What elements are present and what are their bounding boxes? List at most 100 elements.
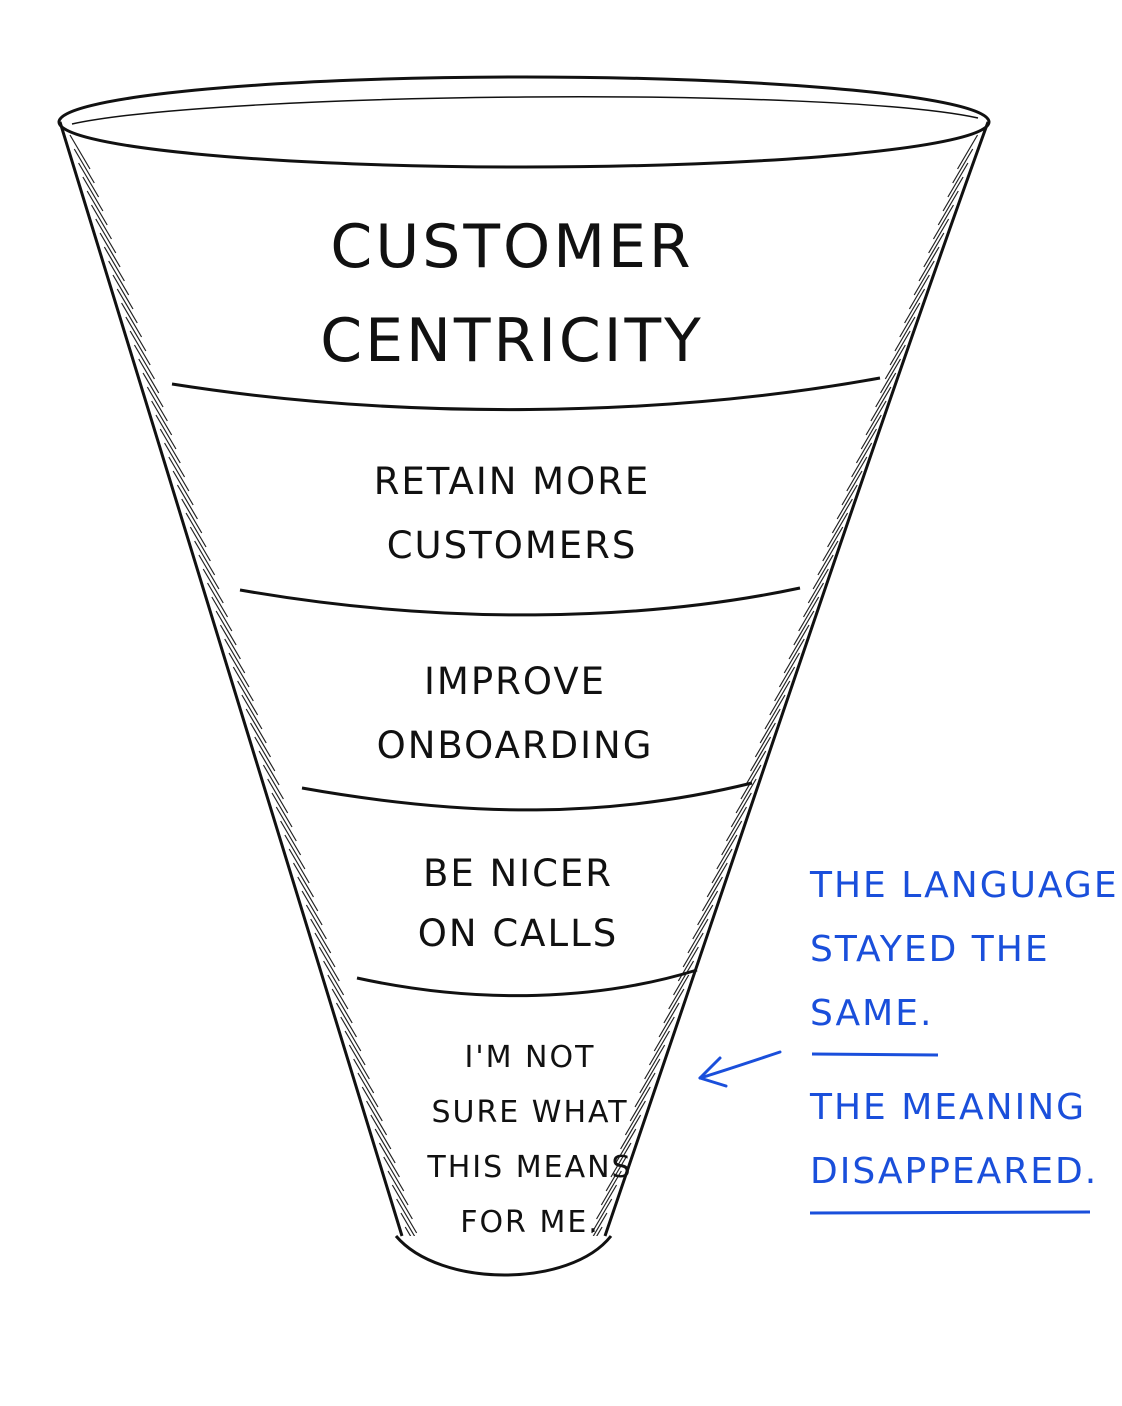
hatch-stroke (889, 330, 911, 366)
hatch-stroke (605, 1156, 627, 1192)
hatch-stroke (870, 386, 892, 422)
hatch-stroke (301, 890, 323, 926)
hatch-stroke (271, 792, 293, 828)
hatch-stroke (736, 92, 750, 118)
hatch-stroke (374, 1128, 396, 1164)
hatch-stroke (923, 232, 945, 268)
hatch-stroke (750, 736, 772, 772)
hatch-stroke (745, 750, 767, 786)
hatch-stroke (108, 260, 130, 296)
hatch-stroke (211, 596, 233, 632)
hatch-stroke (701, 876, 723, 912)
hatch-stroke (831, 498, 853, 534)
funnel-rim-inner (71, 96, 979, 125)
funnel-rim (57, 75, 991, 169)
hatch-stroke (106, 92, 120, 118)
hatch-stroke (245, 708, 267, 744)
hatch-stroke (348, 1044, 370, 1080)
hatch-stroke (687, 918, 709, 954)
hatch-stroke (855, 428, 877, 464)
hatch-stroke (827, 512, 849, 548)
hatch-stroke (592, 92, 606, 118)
hatch-stroke (99, 232, 121, 268)
hatch-stroke (725, 806, 748, 842)
level-be-nicer-on-calls: BE NICER ON CALLS (417, 852, 619, 955)
hatch-stroke (288, 848, 310, 884)
annotation-meaning-disappeared: THE MEANING DISAPPEARED. (810, 1087, 1099, 1192)
hatch-stroke (798, 596, 820, 632)
hatch-stroke (404, 1226, 426, 1236)
hatch-stroke (759, 708, 781, 744)
hatch-stroke (90, 204, 112, 240)
hatch-stroke (194, 540, 216, 576)
hatch-stroke (73, 148, 95, 184)
hatch-stroke (860, 414, 882, 450)
hatch-stroke (151, 400, 173, 436)
hatch-stroke (224, 638, 246, 674)
hatch-stroke (646, 92, 660, 118)
hatch-stroke (387, 1170, 409, 1206)
hatch-stroke (249, 722, 272, 758)
hatch-stroke (383, 1156, 405, 1192)
hatch-stroke (280, 820, 302, 856)
underline-disappeared (809, 1210, 1091, 1215)
level-not-sure: I'M NOT SURE WHAT THIS MEANS FOR ME. (427, 1040, 633, 1240)
hatch-stroke (228, 652, 250, 688)
hatch-stroke (391, 1184, 413, 1220)
hatch-stroke (502, 92, 516, 118)
hatch-stroke (198, 554, 220, 590)
hatch-stroke (142, 372, 164, 408)
hatch-stroke (754, 722, 776, 758)
hatch-stroke (653, 1016, 675, 1052)
hatch-stroke (207, 582, 229, 618)
hatch-stroke (275, 806, 297, 842)
hatch-stroke (202, 568, 224, 604)
hatch-stroke (942, 176, 964, 212)
hatch-stroke (214, 92, 228, 118)
hatch-stroke (258, 750, 280, 786)
hatch-stroke (718, 92, 732, 118)
hatch-stroke (69, 134, 91, 170)
hatch-stroke (116, 288, 138, 324)
hatch-stroke (884, 344, 906, 380)
hatch-stroke (648, 1030, 670, 1066)
hatch-stroke (305, 904, 327, 940)
hatch-stroke (629, 1086, 651, 1122)
hatch-stroke (189, 526, 211, 562)
hatch-stroke (947, 162, 969, 198)
hatch-stroke (284, 834, 306, 870)
hatch-stroke (844, 92, 858, 118)
level-improve-onboarding: IMPROVE ONBOARDING (376, 660, 654, 767)
hatch-stroke (241, 694, 263, 730)
hatch-stroke (323, 960, 345, 996)
hatch-stroke (937, 190, 959, 226)
hatch-stroke (658, 1002, 680, 1038)
hatch-stroke (596, 1184, 618, 1220)
hatch-stroke (160, 92, 174, 118)
hatch-stroke (673, 960, 695, 996)
hatch-stroke (610, 1142, 632, 1178)
hatch-stroke (586, 1212, 608, 1236)
hatch-stroke (164, 442, 186, 478)
hatch-stroke (735, 778, 757, 814)
band-divider-3 (301, 781, 753, 812)
hatch-stroke (430, 92, 444, 118)
hatch-stroke (793, 610, 815, 646)
hatch-stroke (790, 92, 804, 118)
funnel-shading (69, 92, 979, 1236)
hatch-stroke (138, 358, 160, 394)
hatch-stroke (78, 162, 100, 198)
hatch-stroke (178, 92, 192, 118)
hatch-stroke (788, 624, 810, 660)
hatch-stroke (538, 92, 552, 118)
hatch-stroke (400, 1212, 422, 1236)
hatch-stroke (692, 904, 714, 940)
hatch-stroke (574, 92, 588, 118)
hatch-stroke (331, 988, 353, 1024)
hatch-stroke (778, 652, 800, 688)
hatch-stroke (370, 1114, 392, 1150)
hatch-stroke (396, 1198, 418, 1234)
hatch-stroke (913, 260, 935, 296)
hatch-stroke (155, 414, 177, 450)
